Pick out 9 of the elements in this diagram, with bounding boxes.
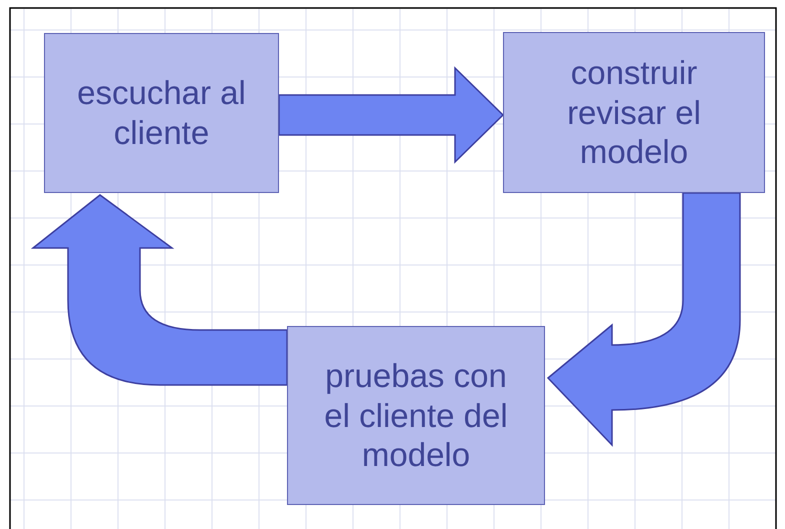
process-box (503, 32, 765, 193)
process-box (44, 33, 279, 193)
box-label: construir revisar el modelo (566, 53, 702, 172)
box-label: pruebas con el cliente del modelo (323, 356, 509, 475)
block-arrow (547, 192, 741, 446)
block-arrow (32, 194, 288, 386)
block-arrow (278, 66, 504, 164)
box-label: escuchar al cliente (76, 73, 247, 153)
process-box (287, 326, 545, 505)
